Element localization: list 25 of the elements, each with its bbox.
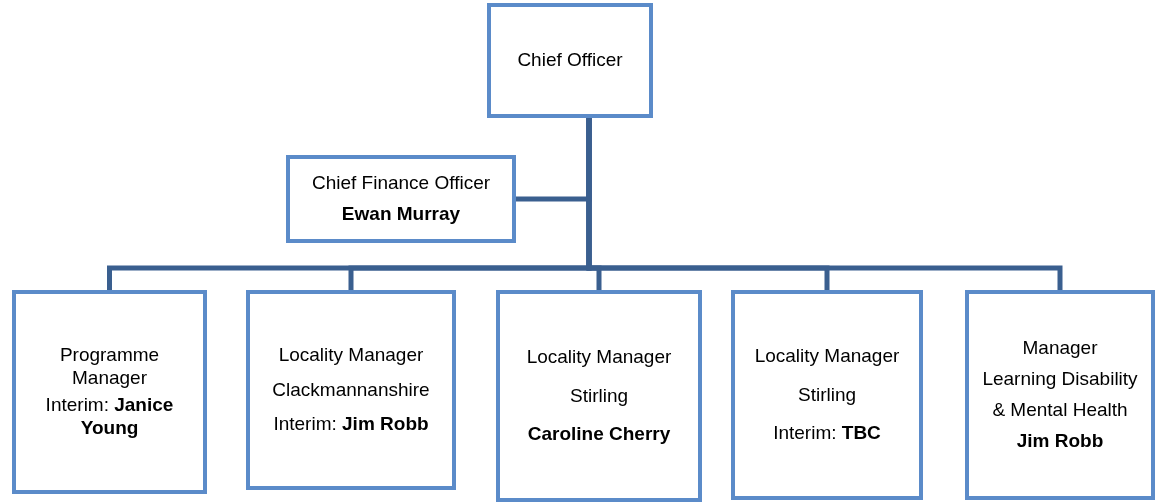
box-text: Learning Disability — [982, 368, 1138, 391]
box-text: Chief Finance Officer — [311, 172, 491, 195]
box-text: Manager — [1022, 337, 1098, 361]
box-text: & Mental Health — [992, 399, 1128, 422]
box-text: Locality Manager — [278, 343, 424, 367]
box-text: Interim: Janice Young — [44, 394, 175, 440]
org-box — [965, 290, 1155, 500]
box-text: Caroline Cherry — [527, 423, 671, 447]
box-text: Locality Manager — [754, 344, 900, 368]
box-text: Jim Robb — [1016, 429, 1104, 453]
org-box — [487, 3, 653, 118]
box-text: Stirling — [797, 383, 857, 407]
box-text: Interim: TBC — [773, 422, 881, 446]
box-text: Stirling — [569, 384, 629, 408]
box-text: Programme Manager — [58, 344, 161, 390]
box-text: Clackmannanshire — [272, 378, 430, 402]
box-text: Interim: Jim Robb — [273, 413, 429, 437]
org-box — [12, 290, 207, 494]
box-text: Locality Manager — [526, 345, 672, 369]
org-box — [731, 290, 923, 500]
org-box — [496, 290, 702, 502]
org-box — [286, 155, 516, 243]
box-text: Chief Officer — [517, 49, 623, 72]
org-box — [246, 290, 456, 490]
box-text: Ewan Murray — [341, 203, 461, 226]
